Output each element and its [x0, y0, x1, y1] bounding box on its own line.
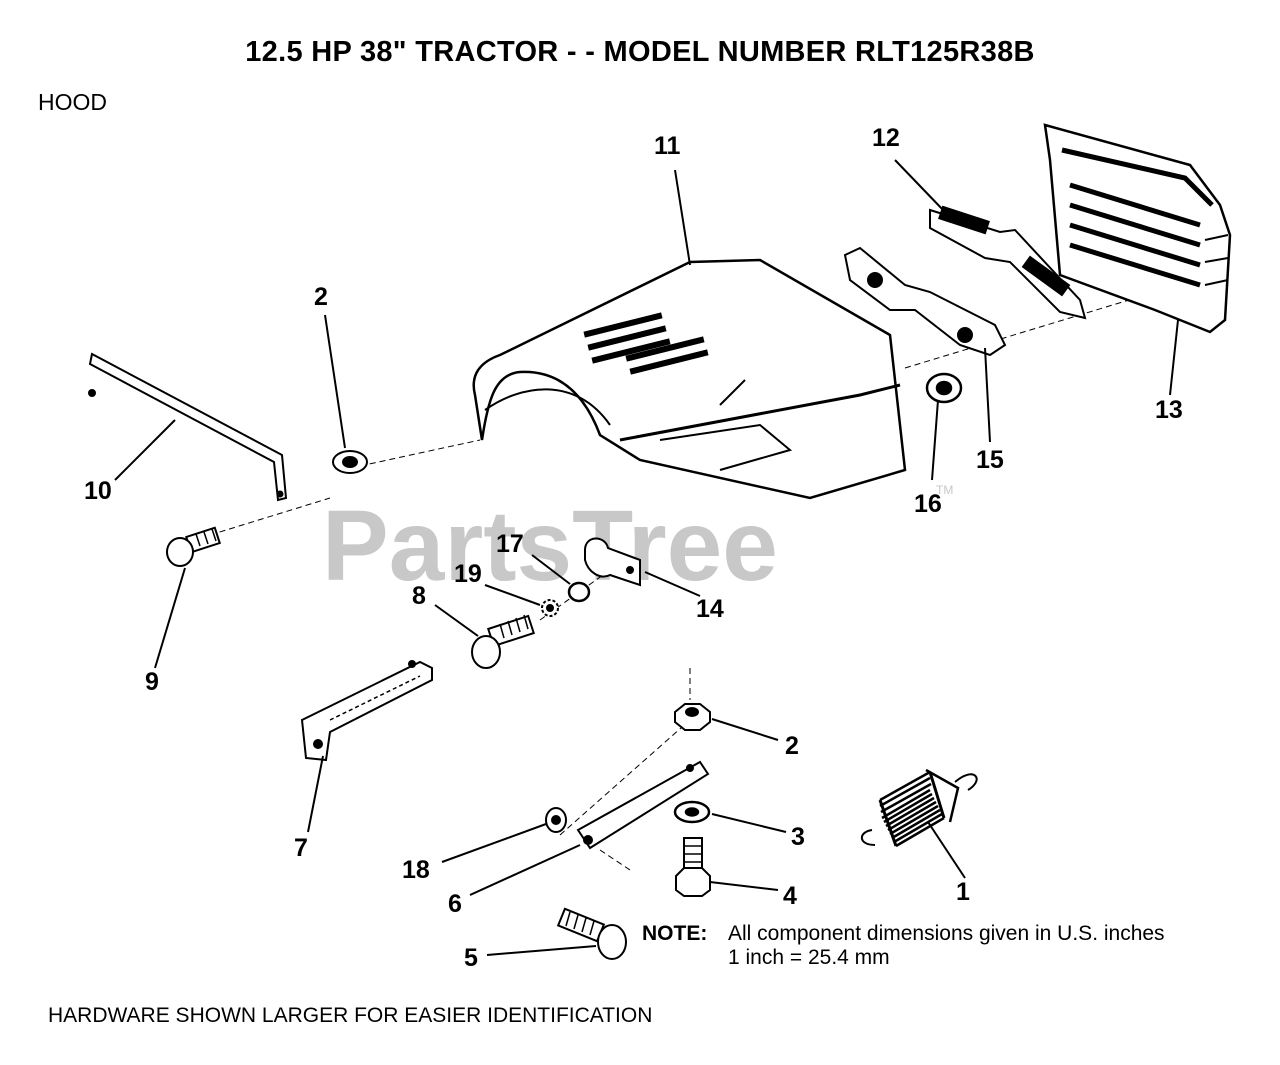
callout-3: 3	[791, 823, 805, 851]
footer-text: HARDWARE SHOWN LARGER FOR EASIER IDENTIF…	[48, 1004, 653, 1027]
callout-2-top: 2	[314, 283, 328, 311]
callout-7: 7	[294, 834, 308, 862]
part-3-washer	[673, 800, 711, 824]
part-5-bolt	[556, 907, 627, 960]
part-14-clip	[584, 537, 641, 587]
callout-13: 13	[1155, 396, 1183, 424]
callout-1: 1	[956, 878, 970, 906]
callout-6: 6	[448, 890, 462, 918]
part-19-lock-washer	[541, 599, 559, 617]
leader-lines	[114, 159, 1179, 956]
watermark: PartsTree	[322, 490, 778, 602]
part-1-spring	[860, 768, 978, 848]
callout-17: 17	[496, 530, 524, 558]
part-2-nut-top	[332, 450, 368, 474]
part-7-hood-bracket	[300, 660, 433, 762]
callout-19: 19	[454, 560, 482, 588]
part-8-bolt	[471, 614, 536, 669]
callout-16: 16	[914, 490, 942, 518]
note-line-2: 1 inch = 25.4 mm	[728, 946, 890, 969]
part-6-link-bar	[576, 760, 710, 850]
part-12-grille-bracket	[929, 205, 1087, 320]
section-title: HOOD	[38, 89, 107, 115]
dimension-note: NOTE: All component dimensions given in U…	[642, 922, 1165, 970]
part-9-shoulder-bolt	[166, 526, 221, 567]
part-10-hood-rod	[88, 352, 288, 502]
part-15-grille-brace	[843, 246, 1007, 357]
callout-2-bottom: 2	[785, 732, 799, 760]
callout-4: 4	[783, 882, 797, 910]
callout-11: 11	[654, 132, 681, 160]
part-2-nut-bottom	[674, 703, 711, 731]
part-17-washer	[567, 581, 591, 603]
part-13-grille	[1043, 123, 1232, 334]
part-16-bushing	[925, 372, 963, 404]
callout-15: 15	[976, 446, 1004, 474]
watermark-tm: TM	[936, 483, 953, 497]
callout-10: 10	[84, 477, 112, 505]
callout-8: 8	[412, 582, 426, 610]
part-18-spacer	[545, 807, 567, 833]
callout-5: 5	[464, 944, 478, 972]
page-title: 12.5 HP 38" TRACTOR - - MODEL NUMBER RLT…	[245, 36, 1035, 68]
callout-14: 14	[696, 595, 724, 623]
callout-18: 18	[402, 856, 430, 884]
note-body: All component dimensions given in U.S. i…	[728, 922, 1165, 970]
note-line-1: All component dimensions given in U.S. i…	[728, 922, 1165, 945]
part-4-bolt	[675, 837, 711, 897]
callout-9: 9	[145, 668, 159, 696]
part-11-hood	[472, 258, 907, 500]
callout-12: 12	[872, 124, 900, 152]
note-label: NOTE:	[642, 922, 708, 945]
